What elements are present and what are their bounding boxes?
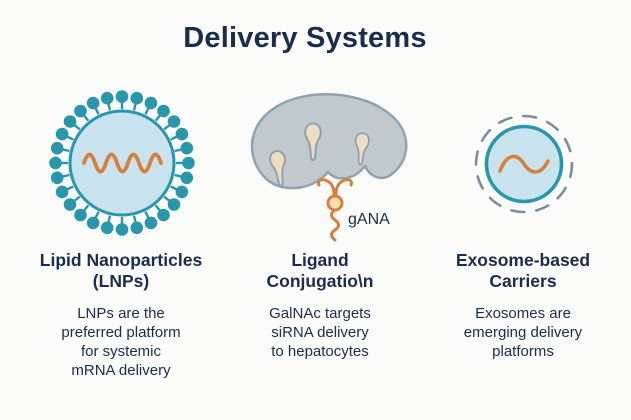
lipid-head-icon xyxy=(157,208,170,222)
lipid-spoke xyxy=(163,124,171,131)
lipid-head-icon xyxy=(74,208,87,222)
lipid-spoke xyxy=(174,173,182,178)
lipid-head-icon xyxy=(86,216,100,230)
mrna-strand-icon xyxy=(82,152,163,174)
exosome-membrane-halo xyxy=(474,114,574,214)
section-description-exosome: Exosomes are emerging delivery platforms xyxy=(463,305,583,361)
receptor-icon xyxy=(269,150,286,187)
lipid-head-icon xyxy=(55,127,69,141)
lipid-head-icon xyxy=(49,156,62,170)
lipid-spoke xyxy=(94,211,100,219)
section-description-lnp: LNPs are the preferred platform for syst… xyxy=(61,305,181,380)
receptor-icon xyxy=(304,122,322,162)
lipid-spoke xyxy=(73,195,81,202)
lipid-head-icon xyxy=(130,221,144,235)
lipid-spoke xyxy=(170,185,178,191)
lipid-spoke xyxy=(83,114,90,122)
lipid-head-icon xyxy=(50,141,64,155)
galnac-annotation-label: gANA xyxy=(348,211,390,228)
page-title: Delivery Systems xyxy=(183,22,427,54)
lipid-spoke xyxy=(154,114,161,122)
lipid-head-icon xyxy=(175,127,189,141)
lipid-head-icon xyxy=(175,185,189,199)
galnac-conjugate-icon xyxy=(317,178,353,242)
lipid-head-icon xyxy=(100,221,114,235)
lipid-spoke xyxy=(73,124,81,131)
lipid-head-icon xyxy=(182,156,195,170)
section-description-ligand: GalNAc targets siRNA delivery to hepatoc… xyxy=(269,305,371,361)
lipid-head-icon xyxy=(115,223,129,236)
lipid-head-icon xyxy=(167,198,181,211)
exosome-icon xyxy=(474,114,574,214)
lipid-spoke xyxy=(107,103,112,111)
lipid-corona-ring xyxy=(49,90,195,236)
lipid-head-icon xyxy=(63,115,77,128)
cargo-strand-icon xyxy=(498,154,550,174)
hepatocyte-cell-icon xyxy=(250,93,408,242)
hepatocyte-body xyxy=(250,93,408,190)
lipid-spoke xyxy=(66,135,74,141)
lipid-head-icon xyxy=(115,90,129,103)
lipid-nanoparticle-icon xyxy=(49,90,195,236)
lipid-head-icon xyxy=(130,91,144,105)
section-heading-lnp: Lipid Nanoparticles (LNPs) xyxy=(39,250,203,292)
lipid-head-icon xyxy=(50,171,64,185)
lipid-spoke xyxy=(170,135,178,141)
lipid-spoke xyxy=(66,185,74,191)
lipid-head-icon xyxy=(180,141,194,155)
lipid-spoke xyxy=(163,195,171,202)
lipid-head-icon xyxy=(86,96,100,110)
lipid-head-icon xyxy=(144,96,158,110)
lipid-spoke xyxy=(144,107,150,115)
lipid-spoke xyxy=(62,173,70,178)
lipid-spoke xyxy=(144,211,150,219)
section-heading-ligand: Ligand Conjugatio\n xyxy=(266,250,374,292)
lipid-head-icon xyxy=(100,91,114,105)
lipid-head-icon xyxy=(55,185,69,199)
lipid-spoke xyxy=(132,215,137,223)
lipid-spoke xyxy=(154,204,161,212)
lipid-head-icon xyxy=(144,216,158,230)
lipid-spoke xyxy=(132,103,137,111)
lipid-head-icon xyxy=(74,104,87,118)
nanoparticle-core xyxy=(68,109,176,217)
receptor-icon xyxy=(354,132,370,166)
lipid-head-icon xyxy=(157,104,170,118)
lipid-head-icon xyxy=(180,171,194,185)
section-heading-exosome: Exosome-based Carriers xyxy=(455,250,591,292)
lipid-spoke xyxy=(94,107,100,115)
lipid-spoke xyxy=(62,148,70,153)
lipid-spoke xyxy=(83,204,90,212)
lipid-spoke xyxy=(107,215,112,223)
lipid-head-icon xyxy=(63,198,77,211)
galnac-sugar-node xyxy=(326,194,344,212)
lipid-head-icon xyxy=(167,115,181,128)
lipid-spoke xyxy=(174,148,182,153)
